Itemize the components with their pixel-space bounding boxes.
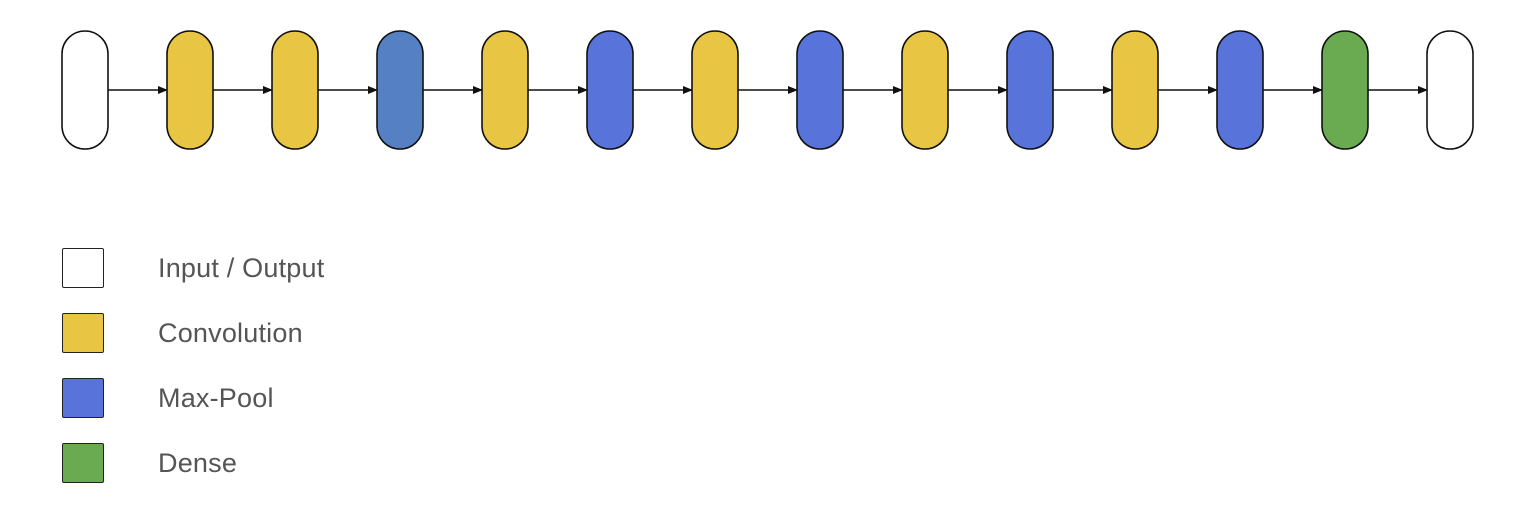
layer-node-convolution xyxy=(691,30,739,150)
input-node xyxy=(61,30,109,150)
layer-node-max-pool xyxy=(1216,30,1264,150)
legend-item-max-pool: Max-Pool xyxy=(62,376,324,420)
legend-item-dense: Dense xyxy=(62,441,324,485)
legend-label-dense: Dense xyxy=(158,447,238,478)
legend: Input / Output Convolution Max-Pool Dens… xyxy=(62,246,324,506)
legend-swatch-input-output xyxy=(62,248,104,288)
layer-node-convolution xyxy=(166,30,214,150)
output-node xyxy=(1426,30,1474,150)
legend-label-max-pool: Max-Pool xyxy=(158,382,274,413)
layer-node-convolution xyxy=(271,30,319,150)
layer-node-convolution xyxy=(1111,30,1159,150)
layer-node-convolution xyxy=(901,30,949,150)
legend-swatch-max-pool xyxy=(62,378,104,418)
layer-node-max-pool xyxy=(376,30,424,150)
legend-label-convolution: Convolution xyxy=(158,317,303,348)
legend-item-convolution: Convolution xyxy=(62,311,324,355)
layer-node-max-pool xyxy=(796,30,844,150)
layer-node-max-pool xyxy=(1006,30,1054,150)
layer-node-convolution xyxy=(481,30,529,150)
legend-label-input-output: Input / Output xyxy=(158,252,325,283)
network-diagram xyxy=(61,30,1474,150)
legend-swatch-dense xyxy=(62,443,104,483)
layer-node-max-pool xyxy=(586,30,634,150)
legend-item-input-output: Input / Output xyxy=(62,246,324,290)
layer-node-dense xyxy=(1321,30,1369,150)
legend-swatch-convolution xyxy=(62,313,104,353)
